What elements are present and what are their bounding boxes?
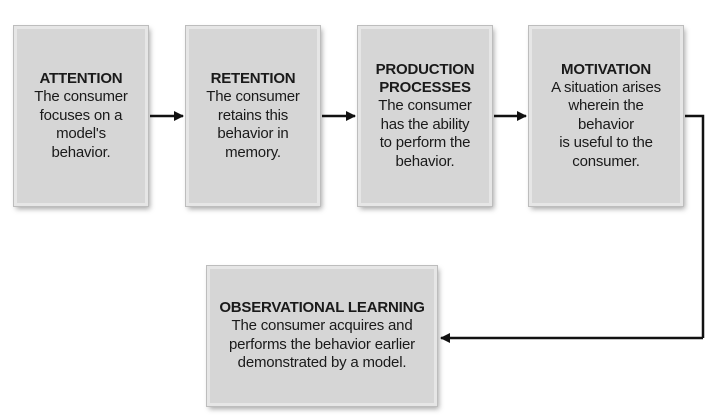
production-processes-box: PRODUCTION PROCESSES The consumer has th… <box>358 26 492 206</box>
observational-learning-title: OBSERVATIONAL LEARNING <box>219 299 425 317</box>
retention-box: RETENTION The consumer retains this beha… <box>186 26 320 206</box>
attention-box: ATTENTION The consumer focuses on a mode… <box>14 26 148 206</box>
connector-motivation-down <box>685 114 705 338</box>
retention-title: RETENTION <box>210 70 296 87</box>
attention-description: The consumer focuses on a model's behavi… <box>34 88 128 161</box>
motivation-title: MOTIVATION <box>561 60 651 78</box>
retention-description: The consumer retains this behavior in me… <box>206 88 300 161</box>
production-processes-description: The consumer has the ability to perform … <box>378 97 472 170</box>
observational-learning-description: The consumer acquires and performs the b… <box>229 317 415 372</box>
motivation-description: A situation arises wherein the behavior … <box>551 78 661 170</box>
production-processes-title: PRODUCTION PROCESSES <box>375 61 475 96</box>
motivation-box: MOTIVATION A situation arises wherein th… <box>529 26 683 206</box>
observational-learning-box: OBSERVATIONAL LEARNING The consumer acqu… <box>207 266 437 406</box>
attention-title: ATTENTION <box>39 70 123 87</box>
